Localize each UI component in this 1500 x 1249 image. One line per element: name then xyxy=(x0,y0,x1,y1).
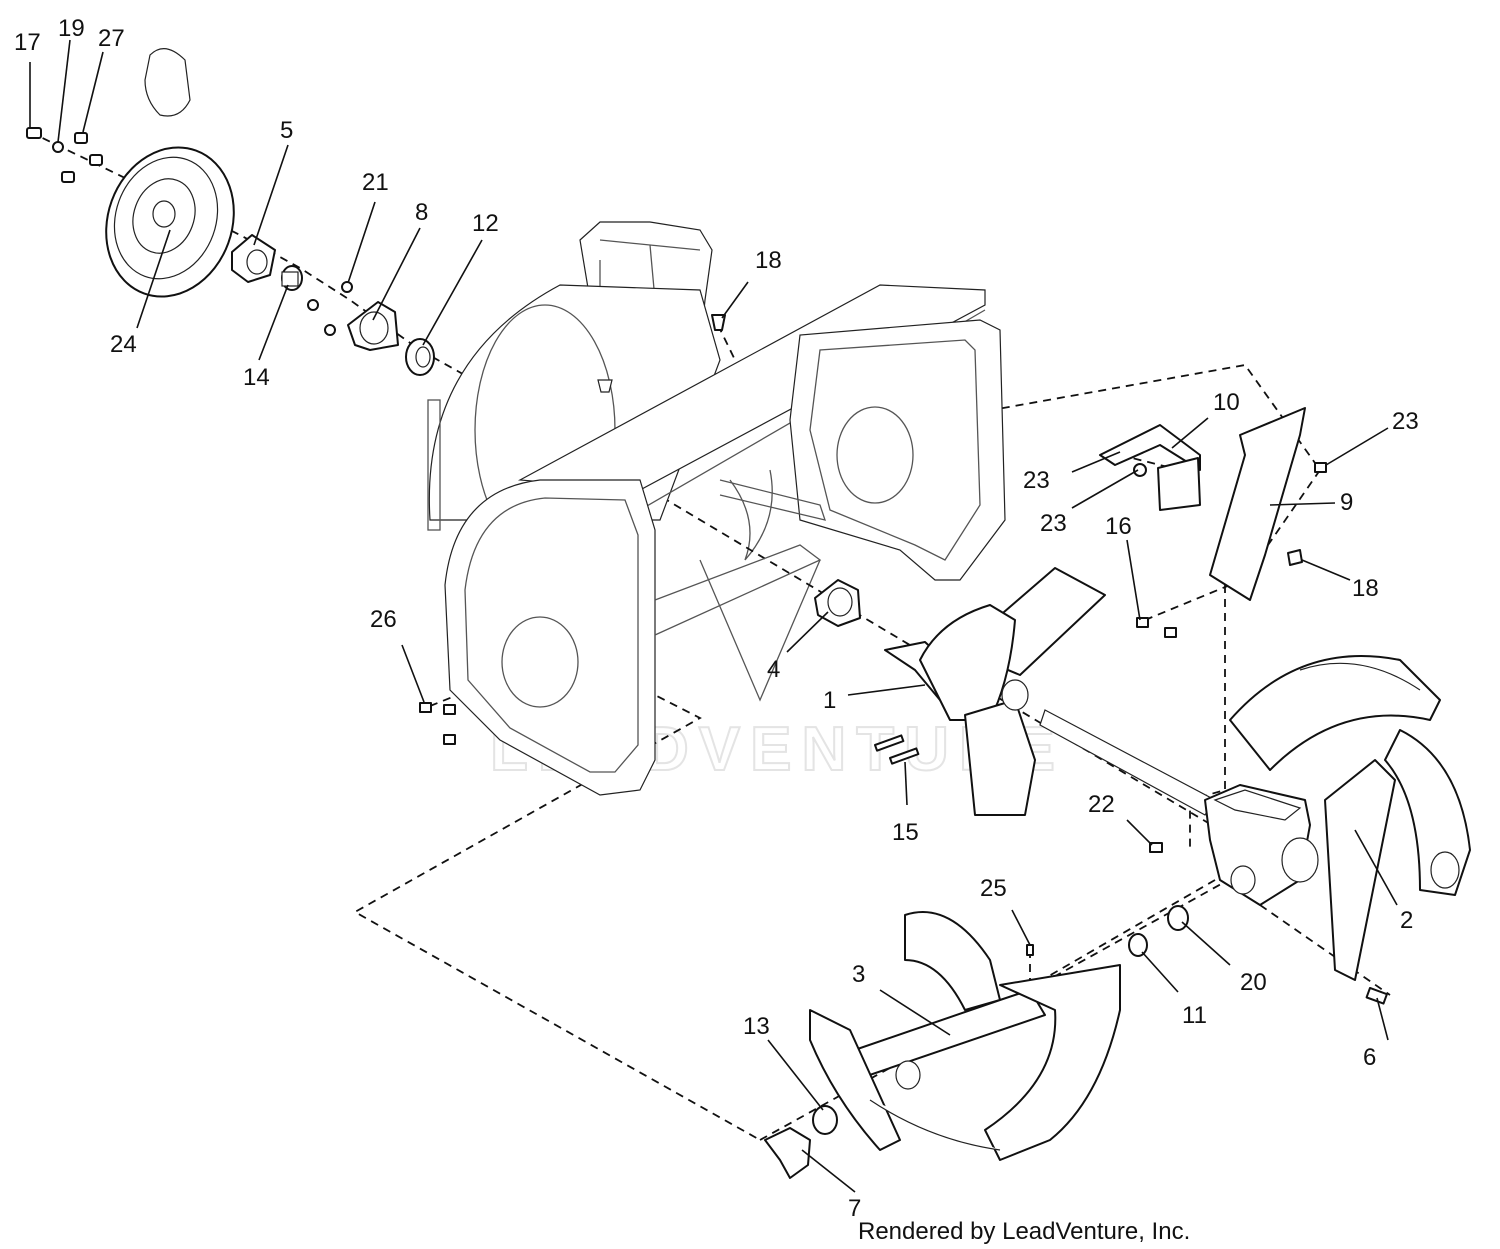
flange-nuts xyxy=(307,281,353,336)
callout-15: 15 xyxy=(892,819,919,846)
pulley xyxy=(105,48,235,298)
callout-11: 11 xyxy=(1182,1002,1207,1029)
bearing-flange-5 xyxy=(231,234,276,283)
callout-1: 1 xyxy=(823,687,836,714)
auger-housing xyxy=(427,221,1006,796)
callout-27: 27 xyxy=(98,25,125,52)
right-auger-2 xyxy=(1229,655,1471,981)
spacer-14 xyxy=(281,265,303,291)
callout-4: 4 xyxy=(767,656,780,683)
callout-25: 25 xyxy=(980,875,1007,902)
left-auger-3 xyxy=(809,911,1121,1161)
roll-pins-15 xyxy=(874,734,920,765)
callout-23-right: 23 xyxy=(1392,408,1419,435)
callout-17: 17 xyxy=(14,29,41,56)
callout-10: 10 xyxy=(1213,389,1240,416)
callout-9: 9 xyxy=(1340,489,1353,516)
callout-8: 8 xyxy=(415,199,428,226)
callout-14: 14 xyxy=(243,364,270,391)
bearing-12 xyxy=(405,338,435,376)
render-credit: Rendered by LeadVenture, Inc. xyxy=(858,1218,1191,1245)
end-bearing xyxy=(764,1105,838,1179)
callout-3: 3 xyxy=(852,961,865,988)
carriage-bolt-18-top xyxy=(597,314,726,393)
leader-lines xyxy=(29,39,1398,1193)
callout-24: 24 xyxy=(110,331,137,358)
washers xyxy=(1128,905,1189,957)
callout-12: 12 xyxy=(472,210,499,237)
flange-plate-8 xyxy=(347,301,399,351)
callout-6: 6 xyxy=(1363,1044,1376,1071)
callout-7: 7 xyxy=(848,1195,861,1222)
callout-20: 20 xyxy=(1240,969,1267,996)
callout-23-upper: 23 xyxy=(1023,467,1050,494)
callout-22: 22 xyxy=(1088,791,1115,818)
chute-brackets xyxy=(1099,407,1306,601)
callout-13: 13 xyxy=(743,1013,770,1040)
callout-18-right: 18 xyxy=(1352,575,1379,602)
callout-18-top: 18 xyxy=(755,247,782,274)
callout-2: 2 xyxy=(1400,907,1413,934)
callout-26: 26 xyxy=(370,606,397,633)
callout-19: 19 xyxy=(58,15,85,42)
callout-21: 21 xyxy=(362,169,389,196)
callout-16: 16 xyxy=(1105,513,1132,540)
gearbox xyxy=(1204,784,1319,906)
pulley-hardware xyxy=(26,127,103,183)
callout-5: 5 xyxy=(280,117,293,144)
callout-23-lower: 23 xyxy=(1040,510,1067,537)
assembly-lines xyxy=(29,131,1391,1141)
auger-shaft xyxy=(1039,709,1216,816)
impeller-1 xyxy=(884,567,1106,816)
callout-numbers: 17 19 27 5 24 14 21 8 12 18 10 23 23 23 … xyxy=(14,15,1419,1222)
